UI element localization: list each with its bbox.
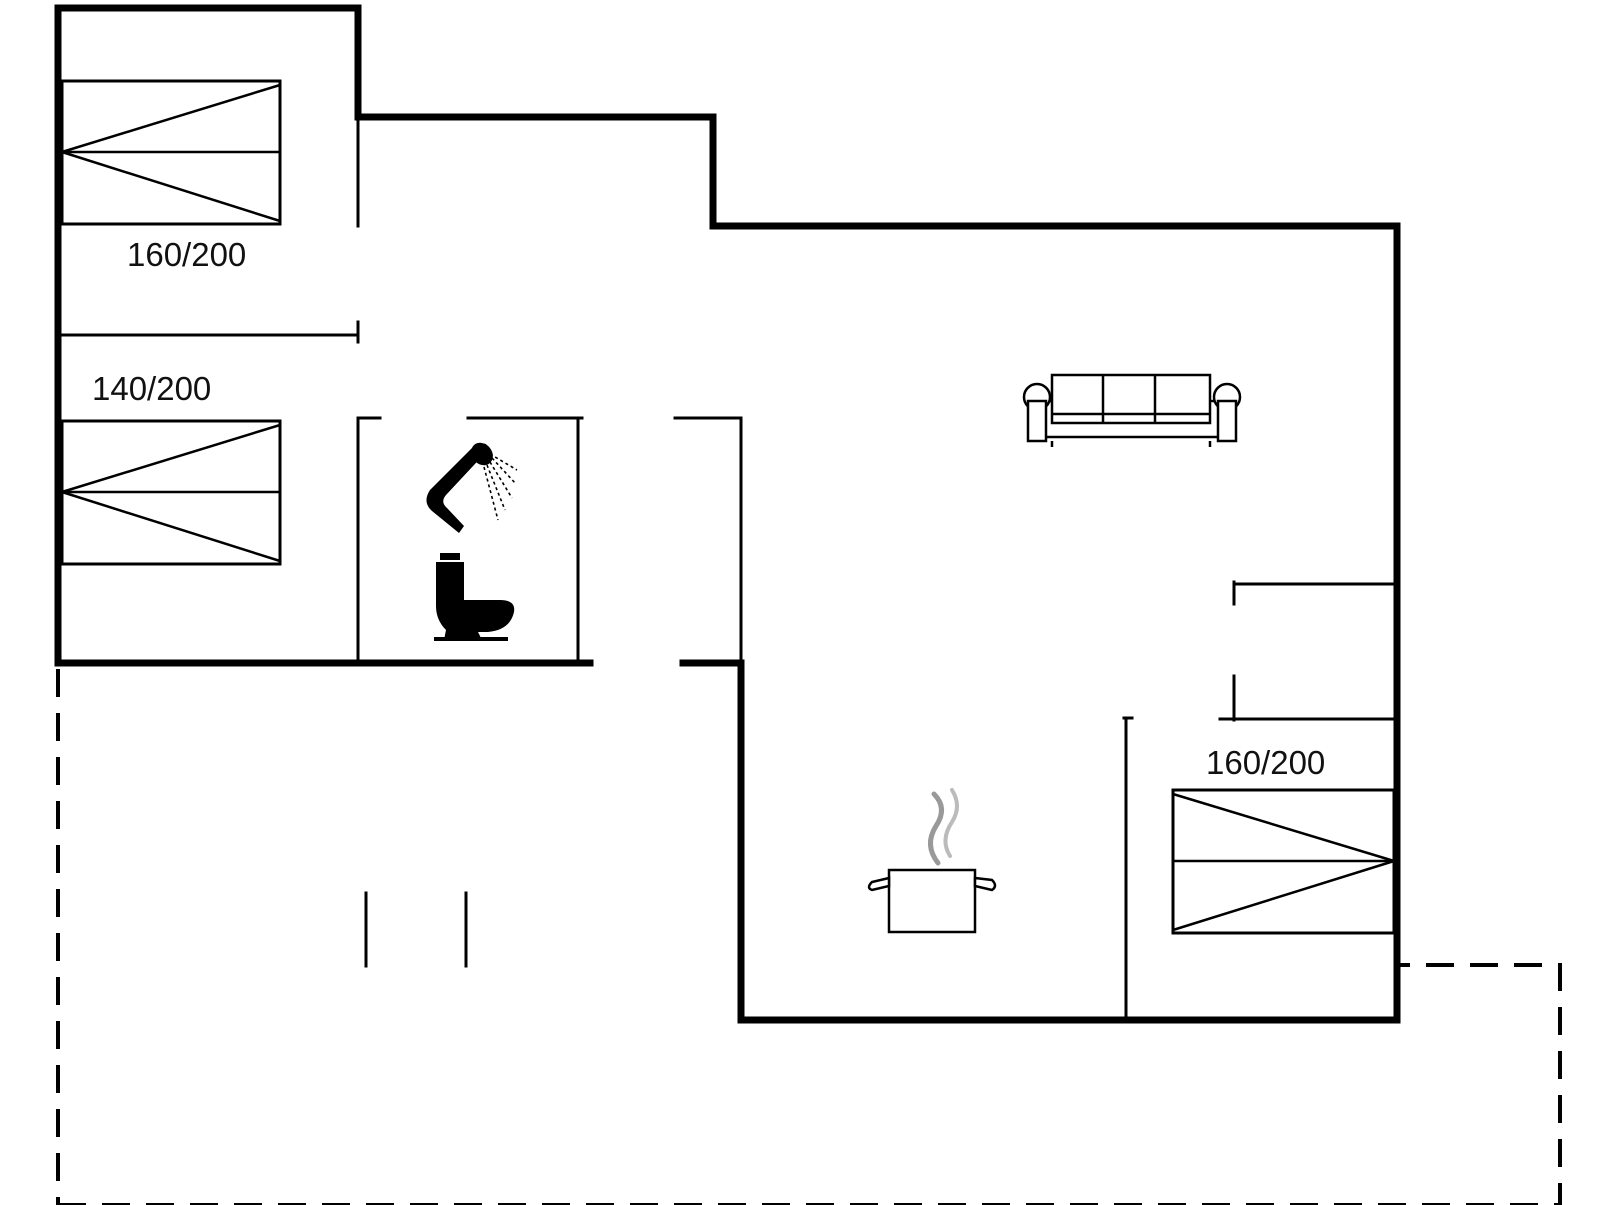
bed-middle-left (60, 419, 282, 566)
bed-top-left (60, 79, 282, 226)
shower-icon (426, 442, 518, 533)
cooking-pot-icon (867, 788, 997, 934)
bed-right (1171, 788, 1396, 935)
exterior-walls (54, 4, 1401, 1024)
sofa-icon (1022, 373, 1242, 447)
terrace-outline (56, 669, 1562, 1205)
bed-size-label-right: 160/200 (1206, 744, 1325, 781)
bed-size-label-middle-left: 140/200 (92, 370, 211, 407)
toilet-icon (434, 553, 515, 641)
bed-size-label-top-left: 160/200 (127, 236, 246, 273)
interior-walls (60, 115, 1396, 1019)
